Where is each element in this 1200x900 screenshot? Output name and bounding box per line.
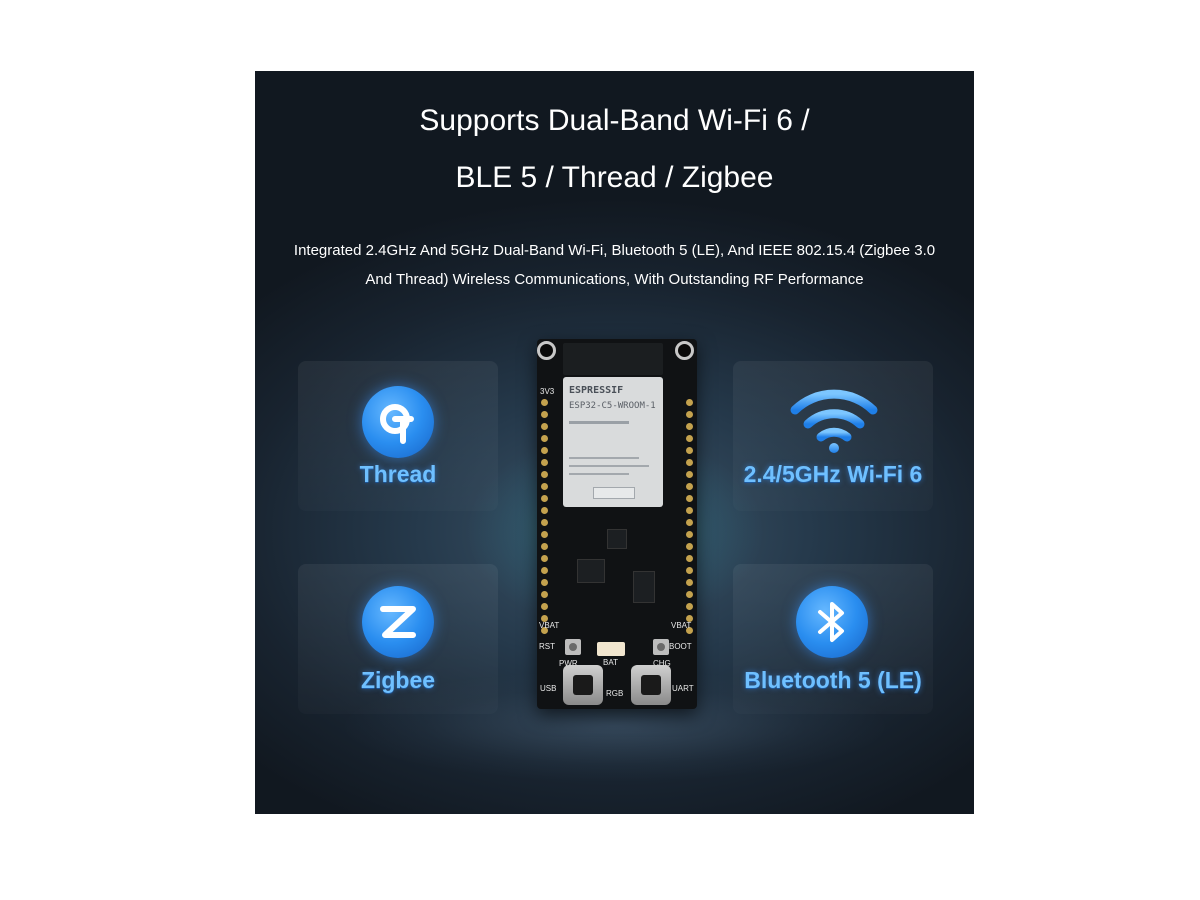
- silk-pwr: PWR: [559, 659, 578, 668]
- usb-c-port-uart: [631, 665, 671, 705]
- header-pin: [686, 399, 693, 406]
- header-pin: [686, 531, 693, 538]
- silk-chg: CHG: [653, 659, 671, 668]
- zigbee-label: Zigbee: [360, 667, 436, 693]
- header-pin: [541, 399, 548, 406]
- thread-icon: [362, 386, 434, 458]
- header-pin: [686, 447, 693, 454]
- mount-hole: [537, 341, 556, 360]
- header-pin: [686, 579, 693, 586]
- thread-label: Thread: [359, 461, 437, 487]
- header-pin: [541, 519, 548, 526]
- module-line: [569, 473, 629, 475]
- silk-uart: UART: [672, 684, 694, 693]
- header-pin: [541, 447, 548, 454]
- module-line: [569, 421, 629, 424]
- header-pin: [541, 615, 548, 622]
- header-pin: [686, 471, 693, 478]
- heading-line-1: Supports Dual-Band Wi-Fi 6 /: [419, 104, 810, 137]
- rst-button: [565, 639, 581, 655]
- wifi-label: 2.4/5GHz Wi-Fi 6: [743, 461, 923, 487]
- header-pin: [541, 471, 548, 478]
- module-line: [569, 465, 649, 467]
- header-pin: [686, 507, 693, 514]
- esp32-dev-board: ESPRESSIF ESP32-C5-WROOM-1 3V3 VBAT VBAT…: [537, 339, 697, 709]
- module-brand: ESPRESSIF: [569, 385, 624, 396]
- mount-hole: [675, 341, 694, 360]
- module-line: [569, 457, 639, 459]
- header-pin: [686, 567, 693, 574]
- ic-chip: [577, 559, 605, 583]
- header-pin: [541, 603, 548, 610]
- header-pin: [686, 591, 693, 598]
- silk-bat: BAT: [603, 658, 618, 667]
- header-pin: [686, 627, 693, 634]
- header-pin: [686, 411, 693, 418]
- silk-rgb: RGB: [606, 689, 624, 698]
- usb-c-port-usb: [563, 665, 603, 705]
- silk-usb: USB: [540, 684, 557, 693]
- bluetooth-label: Bluetooth 5 (LE): [744, 667, 922, 693]
- silk-vbat-right: VBAT: [671, 621, 692, 630]
- header-pin: [541, 555, 548, 562]
- esp32-module: ESPRESSIF ESP32-C5-WROOM-1: [563, 377, 663, 507]
- antenna-area: [563, 343, 663, 375]
- header-pin: [686, 495, 693, 502]
- header-pin: [541, 579, 548, 586]
- wifi-icon: [789, 384, 879, 454]
- battery-connector: [597, 642, 625, 656]
- silk-boot: BOOT: [669, 642, 692, 651]
- ic-chip: [633, 571, 655, 603]
- header-pin: [541, 627, 548, 634]
- ic-chip: [607, 529, 627, 549]
- description-line-1: Integrated 2.4GHz And 5GHz Dual-Band Wi-…: [293, 242, 936, 259]
- header-pin: [686, 435, 693, 442]
- module-name: ESP32-C5-WROOM-1: [569, 401, 656, 411]
- header-pin: [541, 483, 548, 490]
- zigbee-icon: [362, 586, 434, 658]
- header-pin: [541, 531, 548, 538]
- header-pin: [541, 507, 548, 514]
- header-pin: [541, 543, 548, 550]
- silk-vbat-left: VBAT: [539, 621, 560, 630]
- silk-3v3: 3V3: [540, 387, 555, 396]
- header-pin: [686, 483, 693, 490]
- header-pin: [686, 555, 693, 562]
- silk-rst: RST: [539, 642, 555, 651]
- header-pin: [541, 411, 548, 418]
- heading-line-2: BLE 5 / Thread / Zigbee: [455, 161, 774, 194]
- header-pin: [541, 591, 548, 598]
- header-pin: [686, 603, 693, 610]
- header-pin: [541, 567, 548, 574]
- product-poster: Supports Dual-Band Wi-Fi 6 / BLE 5 / Thr…: [255, 71, 974, 814]
- header-pin: [541, 495, 548, 502]
- header-pin: [541, 423, 548, 430]
- description-line-2: And Thread) Wireless Communications, Wit…: [365, 271, 864, 288]
- header-pin: [541, 459, 548, 466]
- qr-code: [593, 487, 635, 499]
- header-pin: [686, 543, 693, 550]
- header-pin: [686, 423, 693, 430]
- header-pin: [686, 519, 693, 526]
- header-pin: [541, 435, 548, 442]
- bluetooth-icon: [796, 586, 868, 658]
- boot-button: [653, 639, 669, 655]
- header-pin: [686, 615, 693, 622]
- header-pin: [686, 459, 693, 466]
